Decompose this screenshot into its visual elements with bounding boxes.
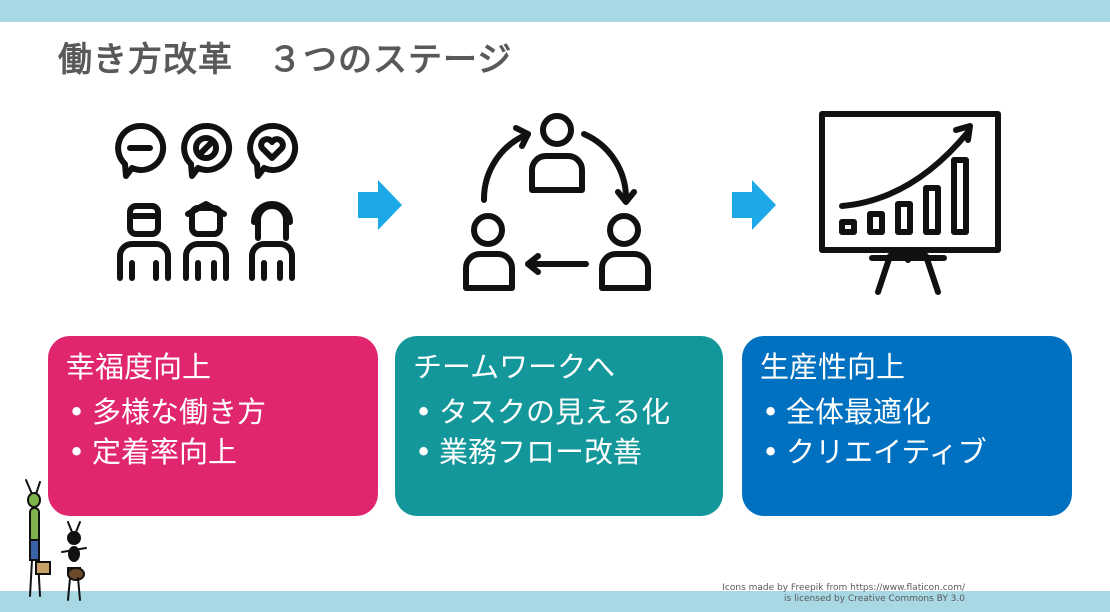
card-bullet-list: 多様な働き方 定着率向上 (66, 392, 378, 472)
card-heading: 幸福度向上 (66, 350, 212, 384)
card-bullet-list: 全体最適化 クリエイティブ (760, 392, 1072, 472)
list-item: タスクの見える化 (413, 392, 723, 432)
list-item: 定着率向上 (66, 432, 378, 472)
card-heading: チームワークへ (413, 350, 616, 384)
list-item: クリエイティブ (760, 432, 1072, 472)
growth-chart-board-icon (818, 110, 1002, 296)
people-feedback-icon (108, 118, 308, 288)
top-band (0, 0, 1110, 22)
ant-characters-illustration (18, 478, 98, 608)
card-bullet-list: タスクの見える化 業務フロー改善 (413, 392, 723, 472)
bottom-band (0, 591, 1110, 612)
team-cycle-icon (462, 108, 652, 298)
stage-card-teamwork: チームワークへ タスクの見える化 業務フロー改善 (395, 336, 723, 516)
page-title: 働き方改革 ３つのステージ (58, 40, 513, 80)
arrow-right-icon (732, 180, 776, 234)
credit-line: Icons made by Freepik from https://www.f… (722, 583, 965, 593)
card-heading: 生産性向上 (760, 350, 906, 384)
attribution-credit: Icons made by Freepik from https://www.f… (600, 583, 965, 605)
list-item: 多様な働き方 (66, 392, 378, 432)
stage-card-happiness: 幸福度向上 多様な働き方 定着率向上 (48, 336, 378, 516)
list-item: 業務フロー改善 (413, 432, 723, 472)
arrow-right-icon (358, 180, 402, 234)
list-item: 全体最適化 (760, 392, 1072, 432)
credit-line: is licensed by Creative Commons BY 3.0 (784, 594, 965, 604)
stage-card-productivity: 生産性向上 全体最適化 クリエイティブ (742, 336, 1072, 516)
